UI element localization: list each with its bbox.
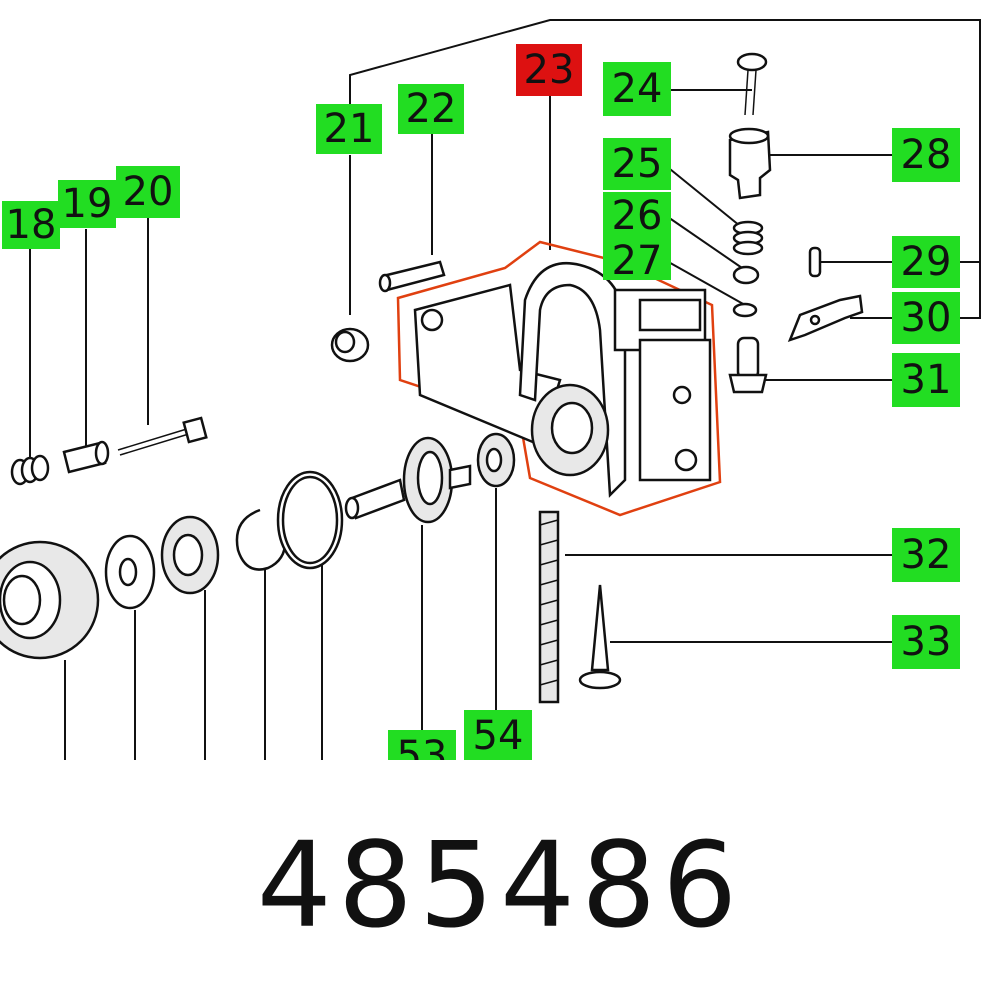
label-27-text: 27 bbox=[612, 238, 663, 284]
label-20-text: 20 bbox=[123, 169, 174, 215]
part-lever-30 bbox=[787, 294, 864, 343]
label-22-box bbox=[398, 84, 464, 134]
label-28-text: 28 bbox=[901, 132, 952, 178]
leader-21-frame bbox=[349, 19, 981, 319]
label-22-text: 22 bbox=[406, 86, 457, 132]
part-holder-31 bbox=[728, 336, 768, 394]
label-29: 29 bbox=[892, 236, 960, 288]
part-washer-27 bbox=[732, 302, 758, 318]
article-number: 485486 bbox=[256, 816, 744, 954]
part-spike-33 bbox=[578, 584, 622, 690]
label-31-box bbox=[892, 353, 960, 407]
label-29-box bbox=[892, 236, 960, 288]
label-21: 21 bbox=[316, 104, 382, 154]
exploded-parts-diagram: 18 19 20 21 22 23 24 25 bbox=[0, 19, 981, 760]
part-bearing-lower bbox=[160, 515, 220, 595]
part-housing-23 bbox=[396, 240, 722, 517]
label-23-box bbox=[516, 44, 582, 96]
label-18-text: 18 bbox=[6, 202, 57, 248]
label-24-box bbox=[603, 62, 671, 116]
label-54-box bbox=[464, 710, 532, 760]
part-screw-24 bbox=[736, 52, 768, 116]
label-32: 32 bbox=[892, 528, 960, 582]
label-25-box bbox=[603, 138, 671, 190]
label-23: 23 bbox=[516, 44, 582, 96]
label-24-text: 24 bbox=[612, 66, 663, 112]
label-33: 33 bbox=[892, 615, 960, 669]
label-19-text: 19 bbox=[62, 181, 113, 227]
label-25-text: 25 bbox=[612, 141, 663, 187]
label-21-text: 21 bbox=[324, 106, 375, 152]
label-18: 18 bbox=[2, 201, 60, 249]
label-31-text: 31 bbox=[901, 357, 952, 403]
parts bbox=[0, 52, 864, 704]
label-20-box bbox=[116, 166, 180, 218]
label-29-text: 29 bbox=[901, 239, 952, 285]
part-threaded-rod-32 bbox=[538, 510, 560, 704]
label-30-box bbox=[892, 292, 960, 344]
label-53-text: 53 bbox=[397, 733, 448, 760]
part-bearing-54 bbox=[476, 432, 516, 488]
part-circlip bbox=[235, 508, 287, 571]
label-21-box bbox=[316, 104, 382, 154]
label-54-text: 54 bbox=[473, 713, 524, 759]
label-28-box bbox=[892, 128, 960, 182]
part-nut-26 bbox=[732, 265, 760, 285]
part-labels: 18 19 20 21 22 23 24 25 bbox=[2, 44, 960, 760]
label-53-box bbox=[388, 730, 456, 760]
part-o-ring bbox=[276, 470, 344, 570]
label-19-box bbox=[58, 180, 116, 228]
label-27-box bbox=[603, 240, 671, 280]
part-sleeve-19 bbox=[62, 440, 110, 474]
label-26: 26 bbox=[603, 192, 671, 240]
label-20: 20 bbox=[116, 166, 180, 218]
part-pin-22 bbox=[378, 260, 446, 293]
part-flange bbox=[0, 540, 100, 660]
label-28: 28 bbox=[892, 128, 960, 182]
part-gear-shaft-53 bbox=[344, 436, 472, 524]
label-26-box bbox=[603, 192, 671, 240]
label-30-text: 30 bbox=[901, 295, 952, 341]
label-32-text: 32 bbox=[901, 532, 952, 578]
label-27: 27 bbox=[603, 238, 671, 284]
label-33-box bbox=[892, 615, 960, 669]
label-32-box bbox=[892, 528, 960, 582]
part-sleeve-28 bbox=[728, 127, 772, 200]
label-18-box bbox=[2, 201, 60, 249]
part-pin-29 bbox=[808, 246, 822, 278]
label-19: 19 bbox=[58, 180, 116, 228]
label-25: 25 bbox=[603, 138, 671, 190]
part-spring-25 bbox=[732, 220, 764, 256]
label-22: 22 bbox=[398, 84, 464, 134]
label-54: 54 bbox=[464, 710, 532, 760]
label-31: 31 bbox=[892, 353, 960, 407]
label-23-text: 23 bbox=[524, 47, 575, 93]
part-washer-lower bbox=[104, 534, 156, 610]
part-spring-18 bbox=[10, 454, 50, 486]
part-screw-20 bbox=[117, 416, 208, 456]
label-26-text: 26 bbox=[612, 193, 663, 239]
label-33-text: 33 bbox=[901, 619, 952, 665]
label-53: 53 bbox=[388, 730, 456, 760]
leader-lines bbox=[29, 19, 981, 760]
label-24: 24 bbox=[603, 62, 671, 116]
label-30: 30 bbox=[892, 292, 960, 344]
part-bush-21 bbox=[330, 327, 370, 363]
